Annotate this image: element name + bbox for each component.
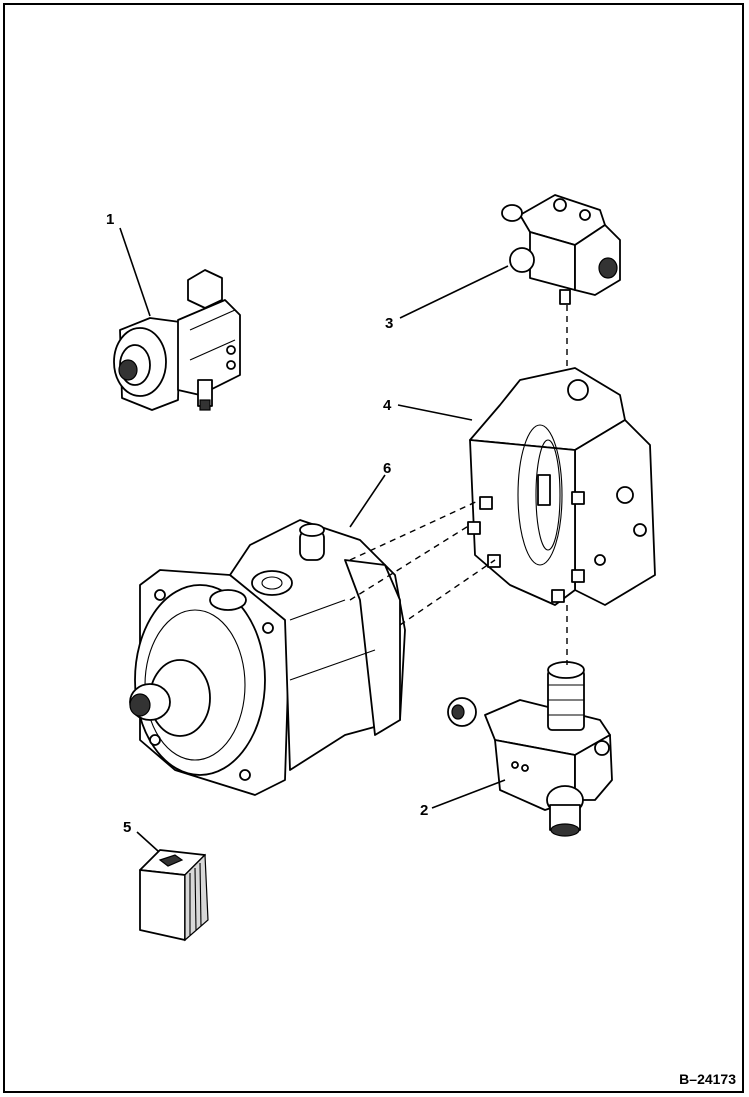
- alignment-dashed-lines: [349, 305, 568, 665]
- part-1-motor-assembly: [113, 269, 241, 411]
- part-3-control-valve: [501, 194, 621, 305]
- callout-2: 2: [420, 802, 428, 819]
- callout-4: 4: [383, 397, 392, 414]
- figure-id: B–24173: [679, 1071, 736, 1087]
- callout-5: 5: [123, 819, 131, 836]
- part-4-port-plate: [467, 367, 656, 606]
- leader-lines: [119, 227, 509, 852]
- callout-3: 3: [385, 315, 393, 332]
- part-6-motor-body: [129, 519, 406, 796]
- part-2-solenoid-valve: [447, 661, 613, 837]
- callout-1: 1: [106, 211, 114, 228]
- callout-6: 6: [383, 460, 391, 477]
- diagram-frame: [3, 3, 744, 1093]
- part-5-kit-box: [139, 849, 209, 942]
